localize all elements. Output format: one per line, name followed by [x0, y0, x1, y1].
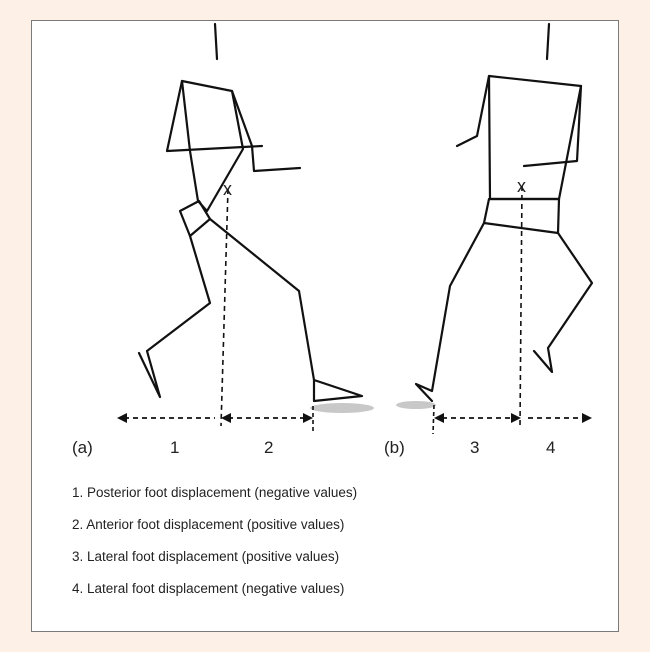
pelvis-a — [178, 199, 212, 238]
tick-b-left — [432, 404, 435, 435]
arrow-3-head-right — [511, 413, 521, 423]
arm-back-a — [165, 79, 264, 153]
legend: 1. Posterior foot displacement (negative… — [72, 486, 592, 614]
vertical-dashed-a — [220, 188, 229, 427]
legend-item-4: 4. Lateral foot displacement (negative v… — [72, 581, 345, 596]
head-line-a — [213, 22, 219, 61]
arrow-4-head — [582, 413, 592, 423]
legend-item-2: 2. Anterior foot displacement (positive … — [72, 517, 345, 532]
panel-label-b: (b) — [384, 438, 405, 457]
arrow-2-head-right — [303, 413, 313, 423]
legend-item-1: 1. Posterior foot displacement (negative… — [72, 485, 358, 500]
foot-shadow-a — [310, 403, 374, 413]
torso-a — [180, 79, 245, 213]
head-line-b — [545, 22, 551, 61]
gait-diagram: x (a) 1 2 x — [72, 22, 594, 457]
arrow-2-head-left — [221, 413, 231, 423]
figure-side-view — [137, 22, 364, 403]
vertical-dashed-b — [519, 185, 523, 427]
arrow-3-head-left — [434, 413, 444, 423]
segment-label-3: 3 — [470, 438, 479, 457]
foot-shadow-b — [396, 401, 436, 409]
figure-front-view — [414, 22, 594, 403]
arrows-b — [434, 413, 592, 423]
arrows-a — [117, 413, 313, 423]
arm-left-b — [455, 74, 491, 148]
figure-frame: x (a) 1 2 x — [31, 20, 619, 632]
panel-label-a: (a) — [72, 438, 93, 457]
legend-item-3: 3. Lateral foot displacement (positive v… — [72, 549, 340, 564]
arm-front-a — [230, 89, 302, 173]
leg-right-b — [532, 231, 594, 374]
segment-label-4: 4 — [546, 438, 555, 457]
leg-front-a — [208, 217, 364, 403]
segment-label-2: 2 — [264, 438, 273, 457]
leg-left-b — [414, 221, 486, 403]
torso-b — [487, 74, 583, 201]
leg-back-a — [137, 234, 212, 399]
arrow-1-head — [117, 413, 127, 423]
segment-label-1: 1 — [170, 438, 179, 457]
arm-right-b — [522, 84, 583, 168]
